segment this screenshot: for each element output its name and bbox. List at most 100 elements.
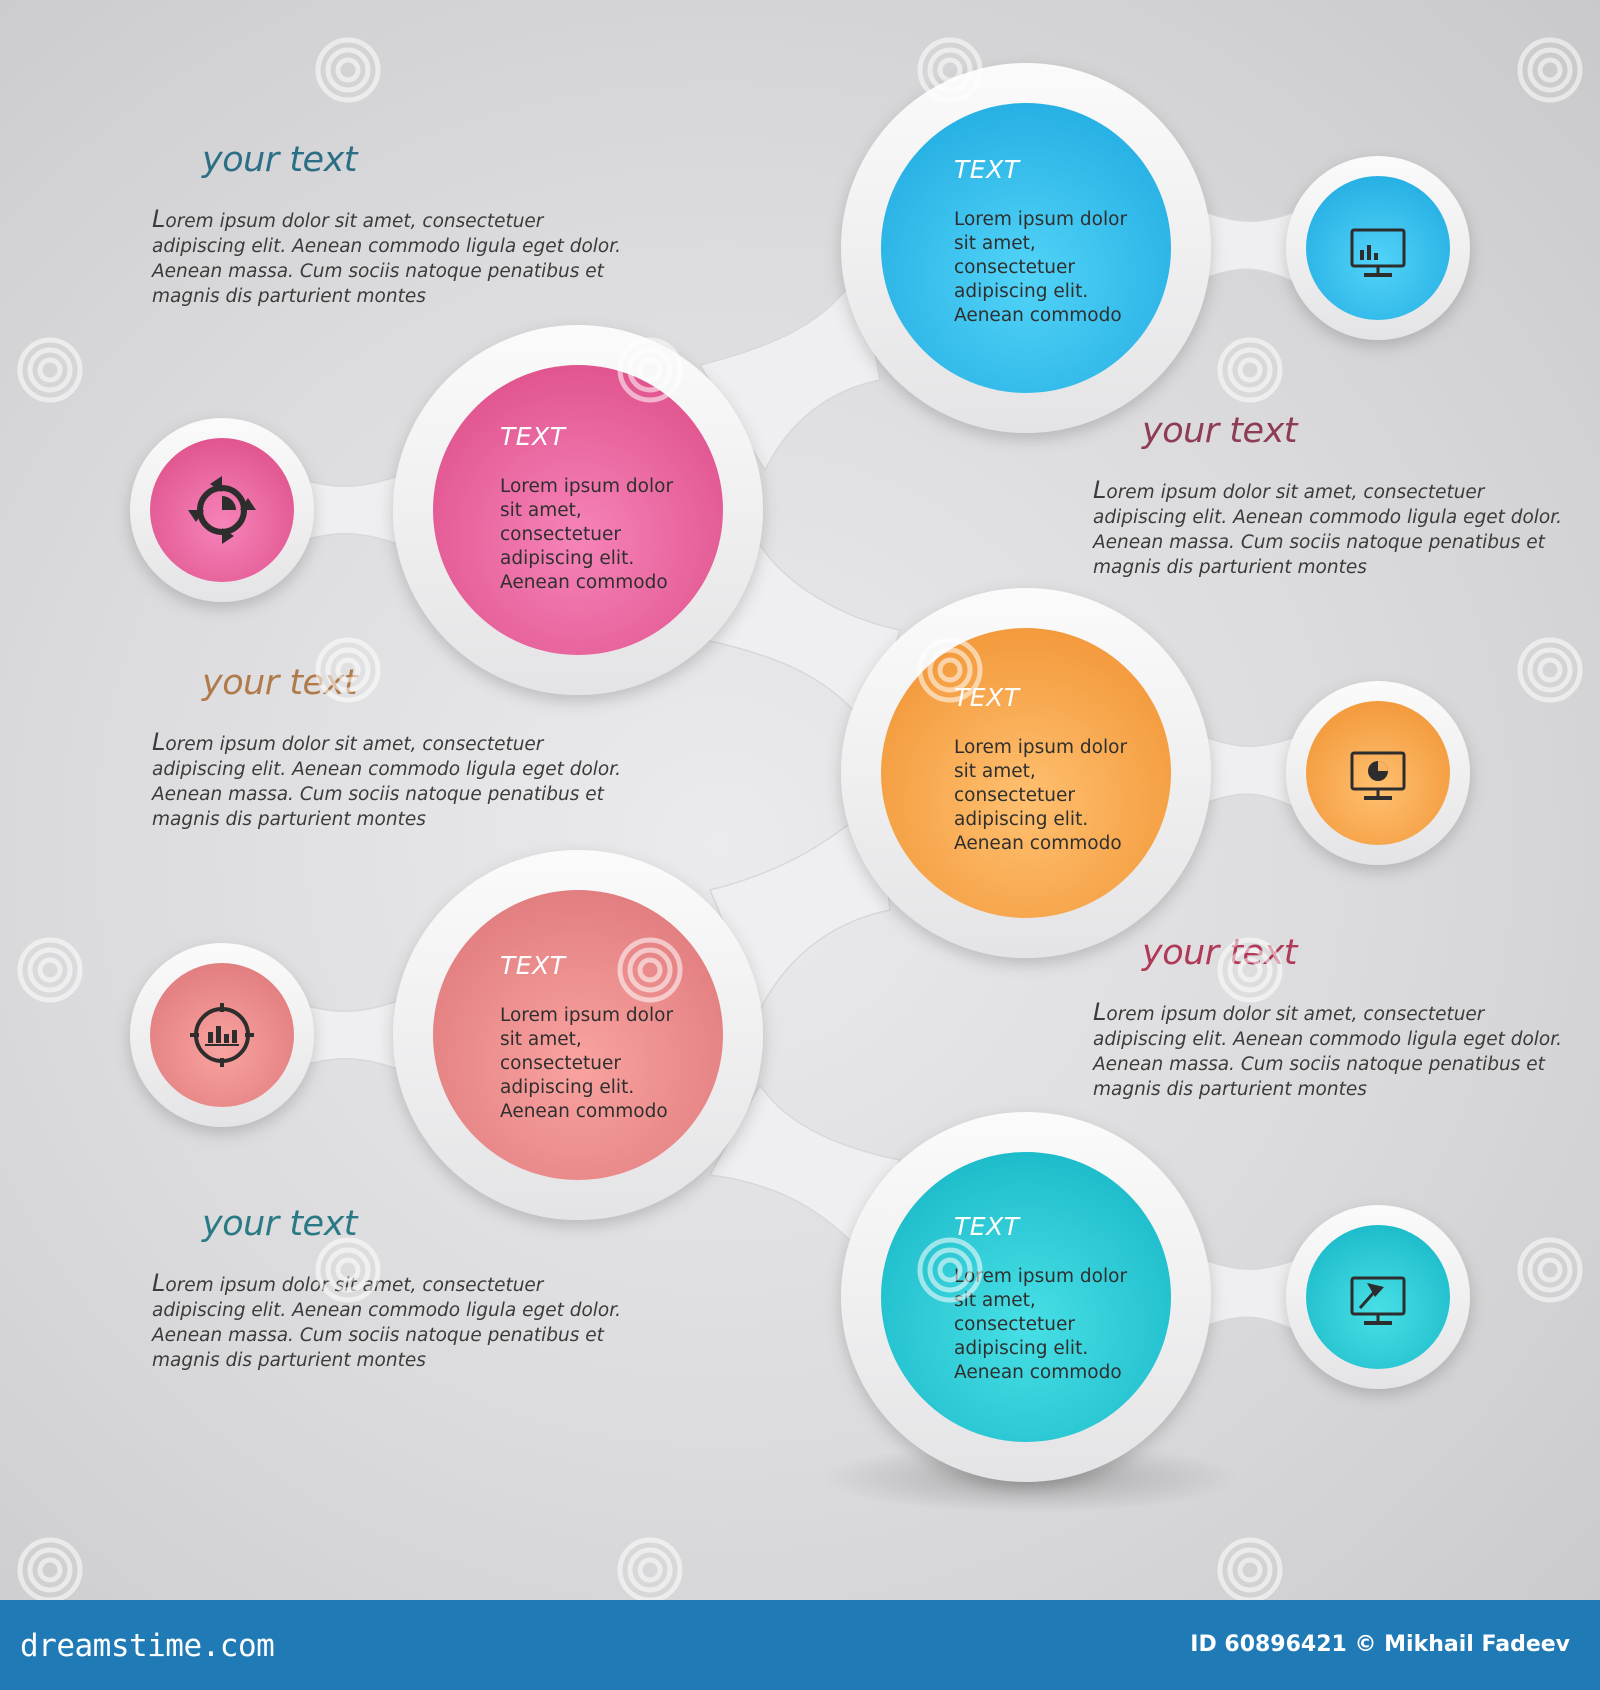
circle-body-line: Lorem ipsum dolor <box>954 737 1128 758</box>
circle-body-line: Aenean commodo <box>500 572 668 593</box>
watermark-spiral-icon <box>1217 937 1283 1003</box>
circle-body-line: consectetuer <box>500 524 622 545</box>
side-paragraph-line: adipiscing elit. Aenean commodo ligula e… <box>152 1300 622 1321</box>
watermark-spiral-icon <box>315 37 381 103</box>
side-paragraph-line: Aenean massa. Cum sociis natoque penatib… <box>1093 1054 1545 1075</box>
side-paragraph-2: Lorem ipsum dolor sit amet, consectetuer… <box>1093 478 1562 580</box>
circle-teal <box>841 1112 1211 1482</box>
circle-body-line: adipiscing elit. <box>954 809 1089 830</box>
watermark-spiral-icon <box>315 1237 381 1303</box>
circle-body-line: Lorem ipsum dolor <box>954 209 1128 230</box>
small-circle-blue <box>1286 156 1470 340</box>
circle-title: TEXT <box>954 155 1020 184</box>
watermark-spiral-icon <box>17 937 83 1003</box>
side-paragraph-5: Lorem ipsum dolor sit amet, consectetuer… <box>152 1271 621 1373</box>
circle-body-line: adipiscing elit. <box>500 548 635 569</box>
circle-blue <box>841 63 1211 433</box>
circle-body-line: Lorem ipsum dolor <box>500 1005 674 1026</box>
circle-body: Lorem ipsum dolor sit amet, consectetuer… <box>500 475 673 595</box>
circle-body-line: sit amet, <box>954 761 1036 782</box>
circle-body-line: consectetuer <box>954 257 1076 278</box>
small-circle-teal <box>1286 1205 1470 1389</box>
watermark-spiral-icon <box>617 337 683 403</box>
circle-body-line: Lorem ipsum dolor <box>954 1266 1128 1287</box>
watermark-spiral-icon <box>1217 1537 1283 1600</box>
side-paragraph-line: adipiscing elit. Aenean commodo ligula e… <box>152 236 622 257</box>
circle-text-teal: TEXT Lorem ipsum dolor sit amet, consect… <box>954 1212 1127 1385</box>
monitor-pie-chart-icon <box>1350 751 1406 800</box>
circle-body-line: sit amet, <box>500 500 582 521</box>
side-paragraph-line: adipiscing elit. Aenean commodo ligula e… <box>1093 1029 1563 1050</box>
side-paragraph-3: Lorem ipsum dolor sit amet, consectetuer… <box>152 730 621 832</box>
side-paragraph-line: Lorem ipsum dolor sit amet, consectetuer <box>1093 998 1485 1026</box>
side-paragraph-line: Lorem ipsum dolor sit amet, consectetuer <box>152 1269 544 1297</box>
side-paragraph-4: Lorem ipsum dolor sit amet, consectetuer… <box>1093 1000 1562 1102</box>
side-paragraph-line: magnis dis parturient montes <box>1093 1079 1367 1100</box>
side-paragraph-line: Aenean massa. Cum sociis natoque penatib… <box>152 784 604 805</box>
circle-title: TEXT <box>500 422 566 451</box>
circle-title: TEXT <box>500 951 566 980</box>
circle-body-line: sit amet, <box>954 233 1036 254</box>
circle-body: Lorem ipsum dolor sit amet, consectetuer… <box>954 208 1127 328</box>
circle-title: TEXT <box>954 1212 1020 1241</box>
watermark-layer <box>0 0 1600 1600</box>
watermark-spiral-icon <box>617 937 683 1003</box>
circle-body-line: sit amet, <box>500 1029 582 1050</box>
watermark-spiral-icon <box>1517 637 1583 703</box>
watermark-spiral-icon <box>315 637 381 703</box>
side-paragraph-line: adipiscing elit. Aenean commodo ligula e… <box>152 759 622 780</box>
side-paragraph-line: magnis dis parturient montes <box>152 809 426 830</box>
footer-logo[interactable]: dreamstime.com <box>20 1628 275 1664</box>
small-circle-salmon <box>130 943 314 1127</box>
circle-body-line: Aenean commodo <box>954 305 1122 326</box>
side-heading-2: your text <box>1142 411 1298 451</box>
circle-body-line: adipiscing elit. <box>500 1077 635 1098</box>
watermark-spiral-icon <box>17 337 83 403</box>
side-heading-1: your text <box>202 140 358 180</box>
circle-text-orange: TEXT Lorem ipsum dolor sit amet, consect… <box>954 683 1127 856</box>
side-paragraph-line: Lorem ipsum dolor sit amet, consectetuer <box>1093 476 1485 504</box>
side-paragraph-line: adipiscing elit. Aenean commodo ligula e… <box>1093 507 1563 528</box>
watermark-spiral-icon <box>1517 1237 1583 1303</box>
circle-body-line: consectetuer <box>954 785 1076 806</box>
cycle-arrows-icon <box>188 476 256 544</box>
watermark-spiral-icon <box>917 1237 983 1303</box>
side-paragraph-line: magnis dis parturient montes <box>152 286 426 307</box>
circle-text-pink: TEXT Lorem ipsum dolor sit amet, consect… <box>500 422 673 595</box>
circle-pink <box>393 325 763 695</box>
circle-body-line: Lorem ipsum dolor <box>500 476 674 497</box>
side-paragraph-line: Aenean massa. Cum sociis natoque penatib… <box>152 261 604 282</box>
circle-body-line: adipiscing elit. <box>954 1338 1089 1359</box>
watermark-spiral-icon <box>617 1537 683 1600</box>
circle-body: Lorem ipsum dolor sit amet, consectetuer… <box>954 1265 1127 1385</box>
side-paragraph-line: Lorem ipsum dolor sit amet, consectetuer <box>152 728 544 756</box>
circle-body-line: consectetuer <box>954 1314 1076 1335</box>
side-paragraph-line: magnis dis parturient montes <box>152 1350 426 1371</box>
side-paragraph-line: Aenean massa. Cum sociis natoque penatib… <box>152 1325 604 1346</box>
watermark-spiral-icon <box>17 1537 83 1600</box>
target-chart-icon <box>190 1003 254 1067</box>
side-paragraph-1: Lorem ipsum dolor sit amet, consectetuer… <box>152 207 621 309</box>
side-paragraph-line: magnis dis parturient montes <box>1093 557 1367 578</box>
watermark-spiral-icon <box>917 637 983 703</box>
footer-bar: dreamstime.com ID 60896421 © Mikhail Fad… <box>0 1600 1600 1690</box>
footer-credit: ID 60896421 © Mikhail Fadeev <box>1190 1632 1570 1657</box>
connectors <box>289 208 1301 1335</box>
circle-body-line: sit amet, <box>954 1290 1036 1311</box>
circle-body-line: consectetuer <box>500 1053 622 1074</box>
monitor-bar-chart-icon <box>1350 228 1406 277</box>
watermark-spiral-icon <box>917 37 983 103</box>
circle-body-line: Aenean commodo <box>954 833 1122 854</box>
side-paragraph-line: Lorem ipsum dolor sit amet, consectetuer <box>152 205 544 233</box>
watermark-spiral-icon <box>1517 37 1583 103</box>
side-heading-5: your text <box>202 1204 358 1244</box>
circle-body-line: Aenean commodo <box>500 1101 668 1122</box>
circle-body: Lorem ipsum dolor sit amet, consectetuer… <box>954 736 1127 856</box>
circle-text-blue: TEXT Lorem ipsum dolor sit amet, consect… <box>954 155 1127 328</box>
watermark-spiral-icon <box>1217 337 1283 403</box>
side-paragraph-line: Aenean massa. Cum sociis natoque penatib… <box>1093 532 1545 553</box>
circle-body-line: adipiscing elit. <box>954 281 1089 302</box>
circle-text-salmon: TEXT Lorem ipsum dolor sit amet, consect… <box>500 951 673 1124</box>
monitor-pointer-icon <box>1350 1276 1406 1325</box>
